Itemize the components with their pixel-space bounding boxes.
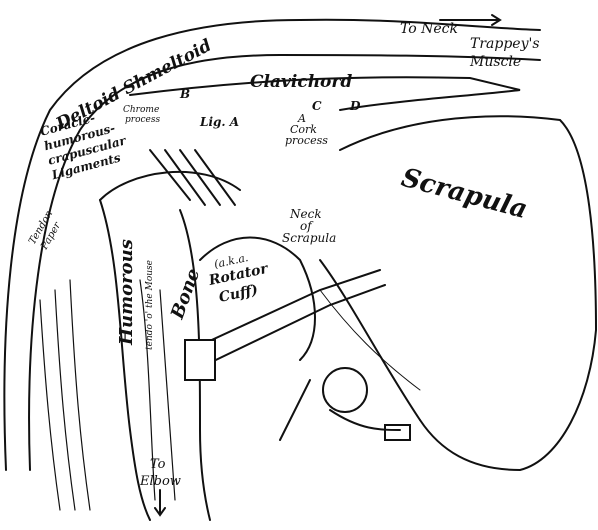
label-chrome-1: Chrome: [123, 105, 159, 115]
label-lig-a: Lig. A: [199, 115, 239, 129]
label-trappeys-2: Muscle: [469, 54, 521, 70]
label-scrapula: Scrapula: [398, 163, 530, 225]
label-c: C: [312, 99, 322, 113]
label-tendon: tendo 'o' the Mouse: [145, 260, 155, 350]
figure-head: [323, 368, 367, 412]
figure-body: [280, 380, 400, 440]
label-cork-3: process: [285, 134, 328, 147]
rotator-cuff-outline: [200, 238, 315, 361]
arm-hatching: [40, 280, 90, 510]
label-to-elbow-2: Elbow: [139, 474, 181, 489]
figure-shoe: [385, 425, 410, 440]
to-elbow-arrow: [155, 490, 165, 515]
label-neck-scrapula-3: Scrapula: [282, 231, 336, 245]
label-humorous: Humorous: [116, 239, 137, 346]
label-b: B: [179, 87, 190, 101]
label-chrome-2: process: [125, 115, 160, 125]
ligament-fibers: [150, 150, 235, 205]
label-d: D: [349, 99, 361, 113]
lever-clamp: [185, 340, 215, 380]
label-clavichord: Clavichord: [250, 72, 352, 92]
label-to-elbow-1: To: [150, 457, 166, 472]
label-to-neck: To Neck: [400, 21, 458, 37]
scrapula-outline: [340, 116, 596, 470]
label-trappeys-1: Trappey's: [470, 36, 540, 52]
